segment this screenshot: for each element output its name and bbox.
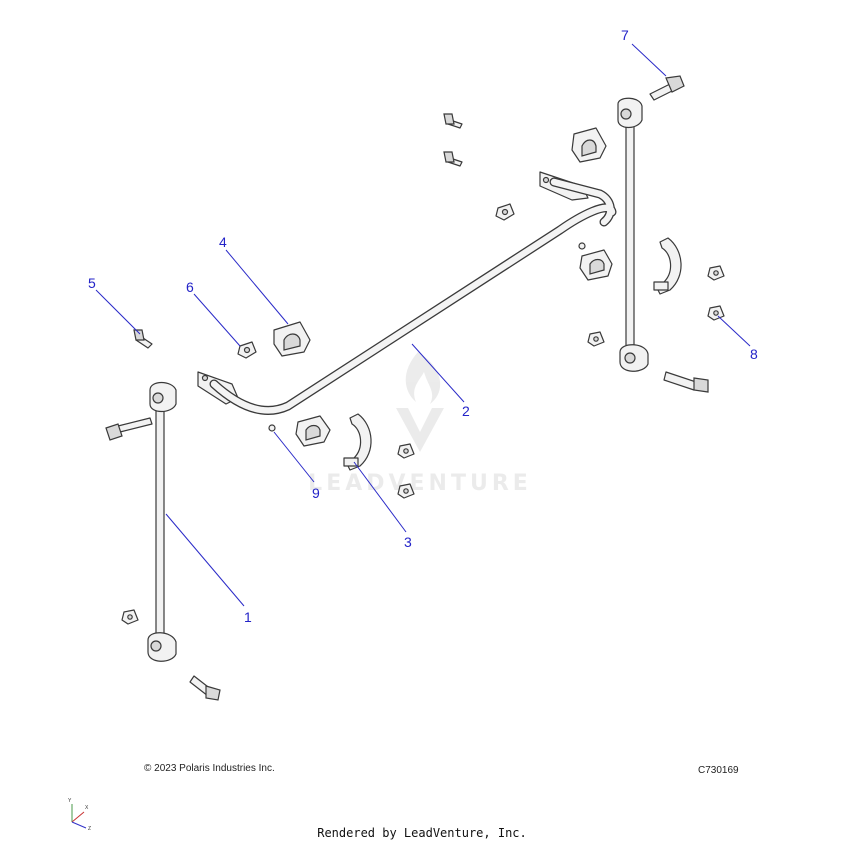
bushing-right-mid [579,249,613,281]
end-link-left [147,381,177,662]
bolt-lower-right [663,371,709,393]
stabilizer-bar [197,171,617,415]
end-link-right [617,97,649,372]
nut-mid-top [495,203,515,221]
bolt-upper-left [105,417,153,441]
bolts [105,75,709,701]
bolt-top-b [443,151,463,167]
clip-part-9 [268,242,586,432]
callout-labels: 1 2 3 4 5 6 7 8 9 [88,27,758,625]
axis-x-label: X [85,805,89,811]
leader-4 [225,249,289,325]
bolt-lower-left [189,675,221,701]
watermark: LEADVENTURE [308,352,532,496]
callout-7: 7 [621,27,629,43]
nut-part-6 [237,341,257,359]
leader-2 [411,343,465,403]
nut-lower-left [121,609,139,625]
leader-1 [165,513,245,607]
bushing-center [295,415,331,447]
callout-9: 9 [312,485,320,501]
leader-5 [95,289,141,335]
callout-5: 5 [88,275,96,291]
callout-1: 1 [244,609,252,625]
drawing-id: C730169 [698,765,739,776]
callout-4: 4 [219,234,227,250]
leader-6 [193,293,241,347]
callout-3: 3 [404,534,412,550]
axis-y-label: Y [68,798,72,804]
bushings [273,127,613,447]
rendered-by-text: Rendered by LeadVenture, Inc. [317,826,527,840]
leader-9 [273,431,315,483]
clamp-part-3 [343,413,372,471]
watermark-text: LEADVENTURE [308,471,532,496]
nut-center-a [397,443,415,459]
nuts [121,203,725,625]
bushing-top-right [571,127,607,163]
leader-3 [353,461,407,533]
bolt-part-5 [133,329,153,349]
leader-7 [631,43,667,77]
nut-right-lower [587,331,605,347]
watermark-v-icon [396,408,444,452]
bushing-part-4 [273,321,311,357]
axis-triad: Y X Z [68,798,91,832]
leader-8 [717,315,751,347]
clamp-right [653,237,682,295]
leader-lines [95,43,751,607]
nut-right-a [707,265,725,281]
bolt-top-a [443,113,463,129]
nut-part-8 [707,305,725,321]
clamps [343,237,682,471]
watermark-flame-icon [405,352,441,404]
callout-8: 8 [750,346,758,362]
nut-center-b [397,483,415,499]
axis-z-label: Z [88,826,91,832]
copyright-text: © 2023 Polaris Industries Inc. [144,763,275,774]
callout-2: 2 [462,403,470,419]
bolt-part-7 [649,75,685,101]
callout-6: 6 [186,279,194,295]
